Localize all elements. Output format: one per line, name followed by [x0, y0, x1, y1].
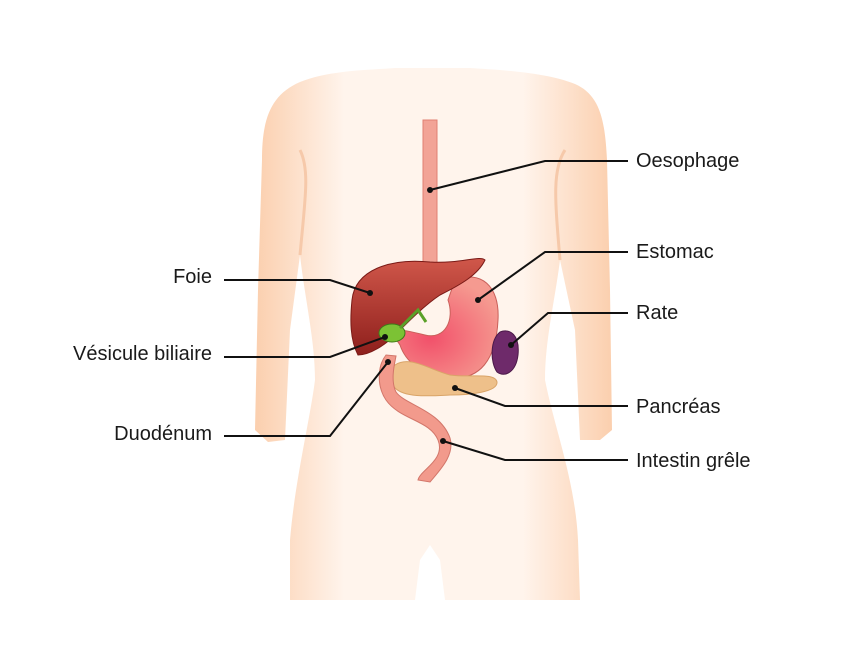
label-stomach: Estomac: [636, 241, 714, 263]
small-intestine: [378, 354, 452, 483]
leader-lines: [224, 160, 628, 461]
label-liver: Foie: [173, 266, 212, 288]
label-spleen: Rate: [636, 302, 679, 324]
label-small-intestine: Intestin grêle: [636, 450, 751, 472]
stomach: [374, 276, 499, 379]
label-pancreas: Pancréas: [636, 396, 721, 418]
body-silhouette: [255, 68, 612, 600]
leader-dots: [367, 187, 514, 444]
label-oesophagus: Oesophage: [636, 150, 740, 172]
label-gallbladder: Vésicule biliaire: [73, 343, 212, 365]
label-duodenum: Duodénum: [114, 423, 212, 445]
spleen: [491, 330, 519, 375]
